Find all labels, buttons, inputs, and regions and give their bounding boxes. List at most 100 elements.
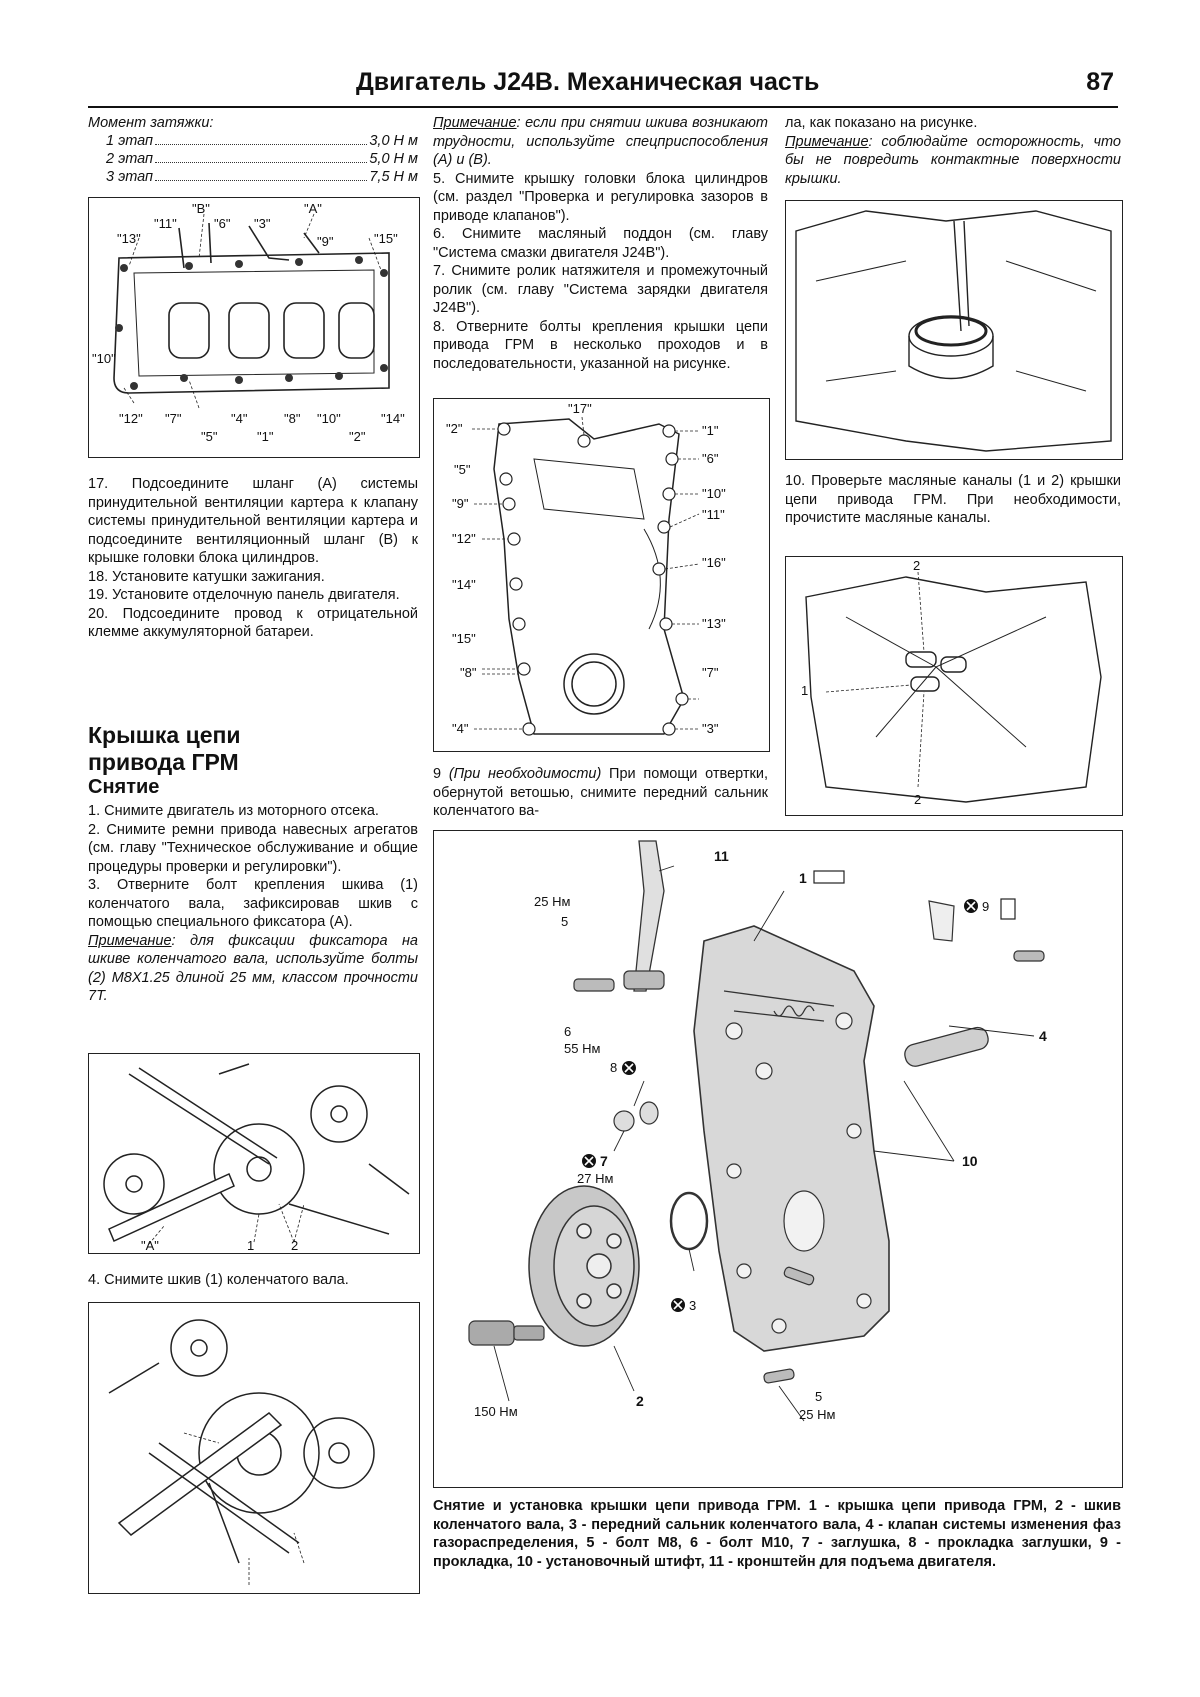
step-9-number: 9 bbox=[433, 766, 449, 782]
oil-icon bbox=[1000, 898, 1016, 920]
torque-label-150: 150 Нм bbox=[474, 1404, 518, 1419]
step-10: 10. Проверьте масляные каналы (1 и 2) кр… bbox=[785, 473, 1121, 526]
sealant-icon bbox=[813, 870, 845, 884]
part-label-3: 3 bbox=[689, 1298, 696, 1313]
step-9-text: При помощи отвертки, обернутой ветошью, … bbox=[433, 766, 768, 819]
section-title: Крышка цепи привода ГРМ bbox=[88, 722, 241, 776]
torque-value: 7,5 Н м bbox=[369, 169, 418, 185]
figure-bolt-sequence: "2" "17" "1" "5" "6" "9" "10" "11" "12" … bbox=[433, 398, 770, 752]
middle-text: Примечание: если при снятии шкива возник… bbox=[433, 114, 768, 373]
note-label: Примечание bbox=[785, 133, 869, 150]
pulley-lock-label: 2 bbox=[291, 1238, 298, 1253]
part-label-1: 1 bbox=[799, 870, 807, 886]
bolt-sequence-drawing: "2" "17" "1" "5" "6" "9" "10" "11" "12" … bbox=[446, 401, 726, 736]
valve-cover-label: "6" bbox=[214, 216, 231, 231]
note-label: Примечание bbox=[88, 932, 172, 949]
valve-cover-drawing: "B" "A" "11" "6" "3" "9" "13" "15" "10" … bbox=[92, 201, 405, 444]
torque-stage: 3 этап bbox=[106, 169, 154, 185]
bolt-seq-label: "3" bbox=[702, 721, 719, 736]
torque-heading: Момент затяжки: bbox=[88, 115, 214, 131]
valve-cover-label: "7" bbox=[165, 411, 182, 426]
torque-row: 2 этап 5,0 Н м bbox=[88, 150, 418, 168]
figure-caption: Снятие и установка крышки цепи привода Г… bbox=[433, 1498, 1121, 1570]
torque-value: 5,0 Н м bbox=[369, 151, 418, 167]
pulley-lock-label: "A" bbox=[141, 1238, 159, 1253]
valve-cover-label: "14" bbox=[381, 411, 405, 426]
bolt-seq-label: "16" bbox=[702, 555, 726, 570]
valve-cover-label: "3" bbox=[254, 216, 271, 231]
seal-removal-drawing bbox=[795, 210, 1112, 452]
note-text: : если при снятии шкива возникают трудно… bbox=[433, 115, 768, 168]
oil-channels-drawing: 2 1 2 bbox=[801, 558, 1102, 807]
valve-cover-label: "9" bbox=[317, 234, 334, 249]
step-9-condition: (При необходимости) bbox=[448, 766, 602, 782]
part-label-10: 10 bbox=[962, 1153, 978, 1169]
removal-steps: 1. Снимите двигатель из моторного отсека… bbox=[88, 802, 418, 1006]
valve-cover-label: "13" bbox=[117, 231, 141, 246]
valve-cover-label: "8" bbox=[284, 411, 301, 426]
note-special-tools: Примечание: если при снятии шкива возник… bbox=[433, 114, 768, 170]
torque-label-25-top: 25 Нм bbox=[534, 894, 570, 909]
torque-spec: Момент затяжки: 1 этап 3,0 Н м 2 этап 5,0 … bbox=[88, 114, 418, 186]
torque-stage: 1 этап bbox=[106, 133, 154, 149]
part-label-9: 9 bbox=[982, 899, 989, 914]
torque-row: 3 этап 7,5 Н м bbox=[88, 168, 418, 186]
section-title-line: привода ГРМ bbox=[88, 749, 239, 775]
pulley-lock-drawing: "A" 1 2 bbox=[103, 1063, 410, 1253]
note-label: Примечание bbox=[433, 115, 517, 131]
bolt-seq-label: "17" bbox=[568, 401, 592, 416]
torque-value: 3,0 Н м bbox=[369, 133, 418, 149]
torque-label-27: 27 Нм bbox=[577, 1171, 613, 1186]
figure-pulley-removal bbox=[88, 1302, 420, 1594]
note-text: : для фиксации фиксатора на шкиве коленч… bbox=[88, 932, 418, 1005]
note-pulley: Примечание: для фиксации фиксатора на шк… bbox=[88, 932, 418, 1006]
step-8: 8. Отверните болты крепления крышки цепи… bbox=[433, 318, 768, 372]
dot-leader bbox=[155, 150, 368, 163]
torque-label-25-bottom: 25 Нм bbox=[799, 1407, 835, 1422]
bolt-seq-label: "4" bbox=[452, 721, 469, 736]
right-top-text: ла, как показано на рисунке. Примечание:… bbox=[785, 114, 1121, 188]
left-steps: 17. Подсоедините шланг (А) системы прину… bbox=[88, 475, 418, 642]
torque-stage: 2 этап bbox=[106, 151, 154, 167]
bolt-seq-label: "9" bbox=[452, 496, 469, 511]
oil-channel-label: 2 bbox=[914, 792, 921, 807]
step-4: 4. Снимите шкив (1) коленчатого вала. bbox=[88, 1272, 349, 1288]
valve-cover-label: "B" bbox=[192, 201, 210, 216]
bolt-seq-label: "12" bbox=[452, 531, 476, 546]
valve-cover-label: "10" bbox=[92, 351, 116, 366]
step-18: 18. Установите катушки зажигания. bbox=[88, 568, 325, 585]
pulley-lock-label: 1 bbox=[247, 1238, 254, 1253]
bolt-seq-label: "6" bbox=[702, 451, 719, 466]
part-label-5-bottom: 5 bbox=[815, 1389, 822, 1404]
oil-channel-label: 1 bbox=[801, 683, 808, 698]
removal-step: 2. Снимите ремни привода навесных агрега… bbox=[88, 821, 418, 875]
figure-pulley-lock: "A" 1 2 bbox=[88, 1053, 420, 1254]
bolt-seq-label: "1" bbox=[702, 423, 719, 438]
step-20: 20. Подсоедините провод к отрицательной … bbox=[88, 605, 418, 641]
valve-cover-label: "11" bbox=[154, 216, 177, 231]
step-9: 9 (При необходимости) При помощи отвертк… bbox=[433, 765, 768, 821]
page-title: Двигатель J24B. Механическая часть bbox=[356, 68, 820, 96]
figure-seal-removal bbox=[785, 200, 1123, 460]
exploded-view-drawing: 11 1 25 Нм 5 9 4 6 55 Нм 8 10 7 27 Нм 3 … bbox=[468, 840, 1047, 1422]
bolt-seq-label: "10" bbox=[702, 486, 726, 501]
step-6: 6. Снимите масляный поддон (см. главу "С… bbox=[433, 226, 768, 261]
valve-cover-label: "2" bbox=[349, 429, 366, 444]
torque-row: 1 этап 3,0 Н м bbox=[88, 132, 418, 150]
torque-label-55: 55 Нм bbox=[564, 1041, 600, 1056]
part-label-2: 2 bbox=[636, 1393, 644, 1409]
bolt-seq-label: "14" bbox=[452, 577, 476, 592]
part-label-4: 4 bbox=[1039, 1028, 1047, 1044]
valve-cover-label: "A" bbox=[304, 201, 322, 216]
bolt-seq-label: "15" bbox=[452, 631, 476, 646]
valve-cover-label: "10" bbox=[317, 411, 341, 426]
subsection-title: Снятие bbox=[88, 776, 160, 798]
bolt-seq-label: "7" bbox=[702, 665, 719, 680]
valve-cover-label: "12" bbox=[119, 411, 143, 426]
part-label-8: 8 bbox=[610, 1060, 617, 1075]
page-number: 87 bbox=[1086, 68, 1114, 96]
valve-cover-label: "15" bbox=[374, 231, 398, 246]
bolt-seq-label: "8" bbox=[460, 665, 477, 680]
removal-step: 3. Отверните болт крепления шкива (1) ко… bbox=[88, 877, 418, 930]
note-contact-surfaces: Примечание: соблюдайте осторожность, что… bbox=[785, 133, 1121, 189]
